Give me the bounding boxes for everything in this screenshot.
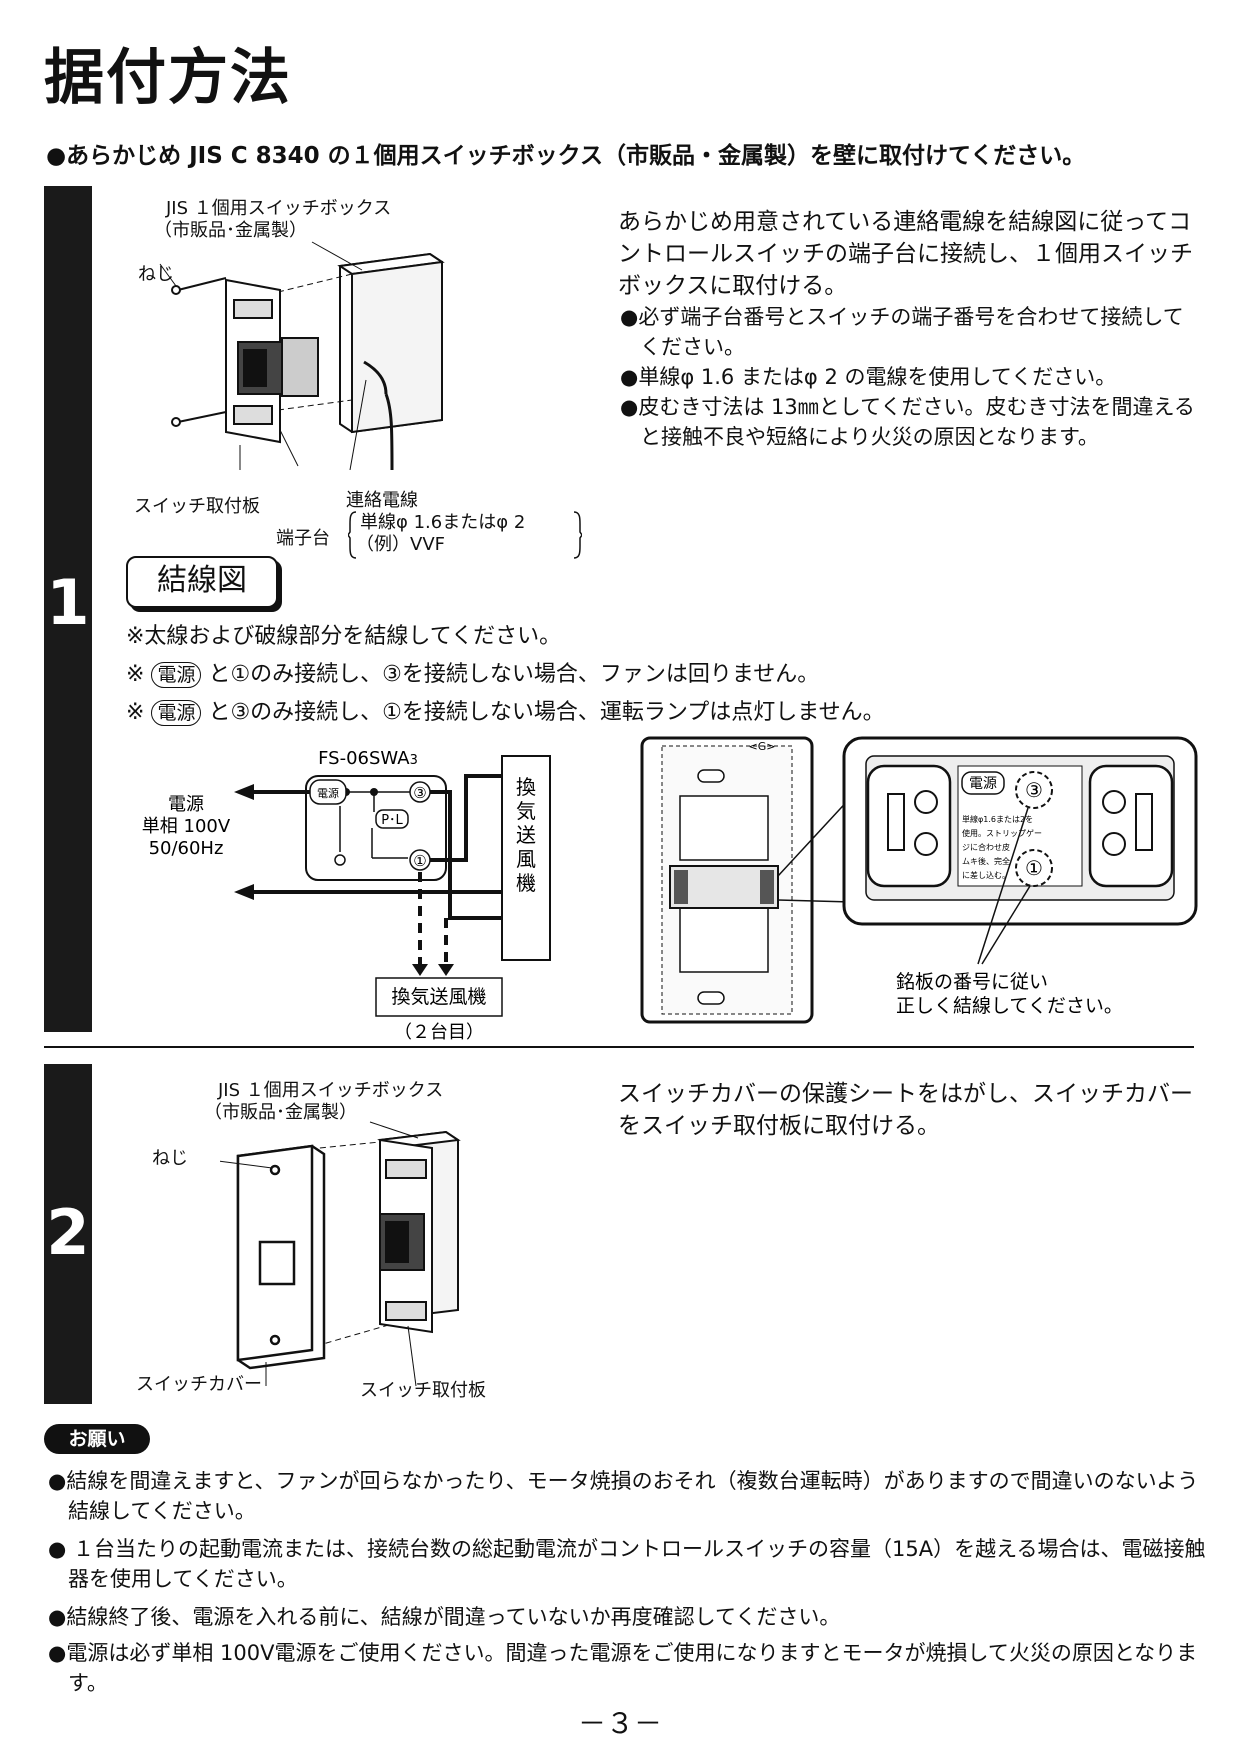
fig1-wire-detail-2: （例）VVF [356,534,445,555]
fig1-wire-label: 連絡電線 [346,490,418,511]
screw-drawing [171,277,227,427]
schem-model-main: FS-06SWA [318,748,410,769]
step1-number: 1 [46,566,90,639]
detail-callout-2: 正しく結線してください。 [896,995,1123,1017]
step1-bullet: ●必ず端子台番号とスイッチの端子番号を合わせて接続してください。 [620,305,1184,359]
fig1-box-label-2: （市販品･金属製） [154,220,307,241]
step2-install-figure [220,1121,461,1387]
step1-bar: 1 [44,186,92,1032]
schem-model-sub: 3 [410,753,418,768]
detail-terminal-3: ③ [1025,778,1043,802]
schem-power-key: 電源 [317,786,339,800]
fig2-cover-label: スイッチカバー [136,1374,262,1395]
switch-cover-drawing [236,1144,326,1370]
detail-small-text: 使用。ストリップゲー [962,828,1042,838]
schem-terminal-3: ③ [413,784,426,802]
step2-instruction: スイッチカバーの保護シートをはがし、スイッチカバーをスイッチ取付板に取付ける。 [618,1081,1193,1139]
step1-bullet: ●皮むき寸法は 13㎜としてください。皮むき寸法を間違えると接触不良や短絡により… [620,395,1195,449]
second-fan-box [375,977,503,1017]
plate-detail-figure: <G> 電源 ③ ① 単線φ1.6または2を 使用。ストリップゲー ジに合わせ皮… [640,736,1198,1024]
note3-prefix: ※ [126,700,145,725]
wiring-diagram-title: 結線図 [126,556,278,608]
detail-power-key: 電源 [969,776,997,792]
step2-number: 2 [46,1196,90,1269]
schem-fan-char: 風 [516,847,536,871]
switch-box-drawing [337,252,445,434]
power-key-label: 電源 [151,700,202,726]
step2-bar: 2 [44,1064,92,1404]
wiring-note-3: ※ 電源 と③のみ接続し、①を接続しない場合、運転ランプは点灯しません。 [126,698,885,728]
requests-label: お願い [44,1424,150,1454]
schem-model: FS-06SWA3 [318,748,418,769]
mounting-plate-drawing [225,278,319,444]
detail-terminal-1: ① [1025,856,1043,880]
detail-small-text: に差し込む。 [962,870,1010,880]
schem-second-fan-label: 換気送風機 [391,986,486,1008]
schem-phase-label: 単相 100V [142,816,231,837]
fig2-box-label-2: （市販品･金属製） [204,1102,357,1123]
page-title: 据付方法 [44,43,292,113]
fig1-wire-detail-1: 単線φ 1.6またはφ 2 [360,512,526,533]
page-number: －３－ [577,1707,662,1740]
request-item: ●結線を間違えますと、ファンが回らなかったり、モータ焼損のおそれ（複数台運転時）… [48,1469,1199,1523]
detail-small-text: ジに合わせ皮 [962,842,1010,852]
intro-text: ●あらかじめ JIS C 8340 の１個用スイッチボックス（市販品・金属製）を… [46,143,1086,169]
wiring-note-1: ※太線および破線部分を結線してください。 [126,624,562,649]
step1-bullet: ●単線φ 1.6 またはφ 2 の電線を使用してください。 [620,365,1117,389]
schem-fan-char: 気 [516,799,536,823]
fig1-box-label-1: JIS １個用スイッチボックス [166,198,392,219]
detail-small-text: 単線φ1.6または2を [962,814,1033,824]
step1-install-figure [159,241,445,470]
schem-power-label: 電源 [168,794,204,815]
fig2-screw-label: ねじ [152,1148,188,1169]
detail-small-text: ムキ後、完全 [962,856,1010,866]
schem-terminal-1: ① [413,852,426,870]
plate-tag: <G> [749,740,776,753]
fan-unit-box [501,755,551,961]
fig1-plate-label: スイッチ取付板 [134,496,260,517]
schem-fan-char: 機 [516,871,536,895]
power-key-label: 電源 [151,662,202,688]
note2-prefix: ※ [126,662,145,687]
request-item: ● １台当たりの起動電流または、接続台数の総起動電流がコントロールスイッチの容量… [48,1537,1206,1591]
schem-fan-char: 送 [516,823,536,847]
request-item: ●電源は必ず単相 100V電源をご使用ください。間違った電源をご使用になりますと… [48,1641,1198,1695]
fig2-box-label-1: JIS １個用スイッチボックス [218,1080,444,1101]
wiring-schematic: 電源 ③ P･L ① FS-06SWA3 電源 単相 100V 50/60Hz … [142,748,551,1040]
fig1-terminal-label: 端子台 [276,528,330,549]
wiring-note-2: ※ 電源 と①のみ接続し、③を接続しない場合、ファンは回りません。 [126,660,819,690]
wire-bracket [348,511,582,559]
schem-fan-char: 換 [516,775,536,799]
schem-freq-label: 50/60Hz [149,838,224,859]
section-divider [44,1046,1194,1048]
step1-instruction: あらかじめ用意されている連絡電線を結線図に従ってコントロールスイッチの端子台に接… [618,209,1193,299]
note2-text: と①のみ接続し、③を接続しない場合、ファンは回りません。 [208,662,820,687]
schem-pl-label: P･L [381,813,403,828]
schem-second-fan-note: （２台目） [394,1022,484,1040]
fig1-screw-label: ねじ [138,264,174,285]
note3-text: と③のみ接続し、①を接続しない場合、運転ランプは点灯しません。 [208,700,885,725]
detail-callout-1: 銘板の番号に従い [896,971,1048,993]
request-item: ●結線終了後、電源を入れる前に、結線が間違っていないか再度確認してください。 [48,1605,841,1629]
fig2-plate-label: スイッチ取付板 [360,1380,486,1401]
step1-bullets: ●必ず端子台番号とスイッチの端子番号を合わせて接続してください。 ●単線φ 1.… [620,302,1204,452]
